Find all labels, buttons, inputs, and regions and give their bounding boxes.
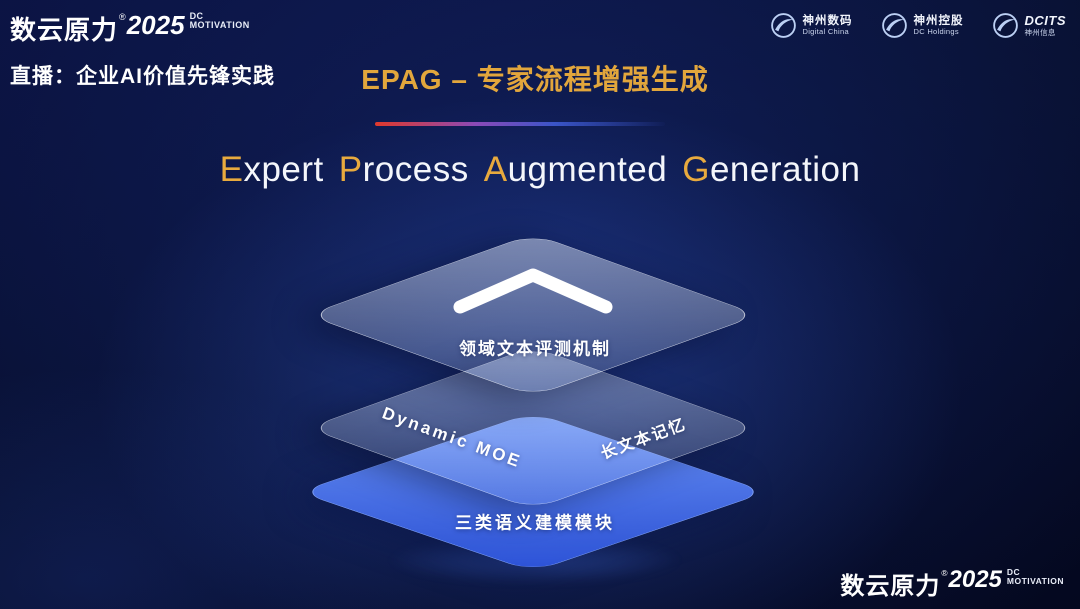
digital-china-logo-icon: [770, 13, 796, 38]
logo-subname: DC Holdings: [913, 26, 959, 36]
logo-subname: 神州信息: [1024, 27, 1056, 37]
title-word-rest: rocess: [362, 150, 469, 189]
brand-subtitle-line1: DC: [189, 11, 204, 21]
footer-brand-logo: 数云原力®2025 DC MOTIVATION: [840, 566, 1064, 601]
brand-name: 数云原力: [840, 573, 941, 600]
layer-bottom-label: 三类语义建模模块: [455, 513, 615, 533]
logo-text: 神州数码 Digital China: [803, 15, 853, 37]
title-initial: A: [483, 150, 508, 189]
logo-digital-china: 神州数码 Digital China: [770, 12, 853, 39]
title-word-rest: xpert: [243, 150, 324, 189]
title-initial: G: [682, 150, 710, 189]
logo-name: 神州数码: [802, 14, 853, 27]
logo-dc-holdings: 神州控股 DC Holdings: [881, 12, 964, 39]
brand-year: 2025: [948, 566, 1002, 593]
registered-mark: ®: [119, 12, 126, 22]
live-stream-label: 直播：企业AI价值先锋实践: [10, 65, 275, 88]
brand-subtitle: DC MOTIVATION: [189, 11, 250, 31]
logo-name: 神州控股: [913, 14, 964, 27]
title-initial: E: [219, 150, 244, 189]
logo-text: 神州控股 DC Holdings: [914, 15, 964, 37]
title-word: Expert: [220, 150, 324, 190]
brand-subtitle: DC MOTIVATION: [1007, 568, 1064, 586]
logo-dcits: DCITS 神州信息: [992, 12, 1067, 39]
logo-subname: Digital China: [802, 26, 849, 36]
dc-holdings-logo-icon: [881, 13, 907, 38]
brand-subtitle-line2: MOTIVATION: [1006, 575, 1064, 586]
page-title: Expert Process Augmented Generation: [0, 150, 1080, 190]
brand-subtitle-line2: MOTIVATION: [189, 20, 250, 31]
title-initial: P: [338, 150, 363, 189]
title-word-rest: ugmented: [507, 150, 668, 189]
brand-subtitle-line1: DC: [1006, 567, 1021, 577]
logo-name: DCITS: [1024, 12, 1066, 28]
logo-text: DCITS 神州信息: [1024, 12, 1067, 38]
title-word: Process: [339, 150, 469, 190]
brand-name: 数云原力: [10, 15, 119, 45]
layer-top-label: 领域文本评测机制: [459, 339, 611, 359]
chevron-up-icon: [453, 268, 613, 314]
title-word: Augmented: [484, 150, 668, 190]
title-word-rest: eneration: [709, 150, 861, 189]
dcits-logo-icon: [992, 13, 1018, 38]
brand-year: 2025: [126, 10, 185, 40]
registered-mark: ®: [941, 568, 948, 578]
title-word: Generation: [682, 150, 860, 190]
brand-logo: 数云原力®2025 DC MOTIVATION: [10, 10, 250, 47]
corner-logos: 神州数码 Digital China 神州控股 DC Holdings DCIT…: [770, 12, 1067, 39]
slide-title: EPAG – 专家流程增强生成: [361, 64, 709, 95]
gradient-divider: [375, 122, 665, 126]
